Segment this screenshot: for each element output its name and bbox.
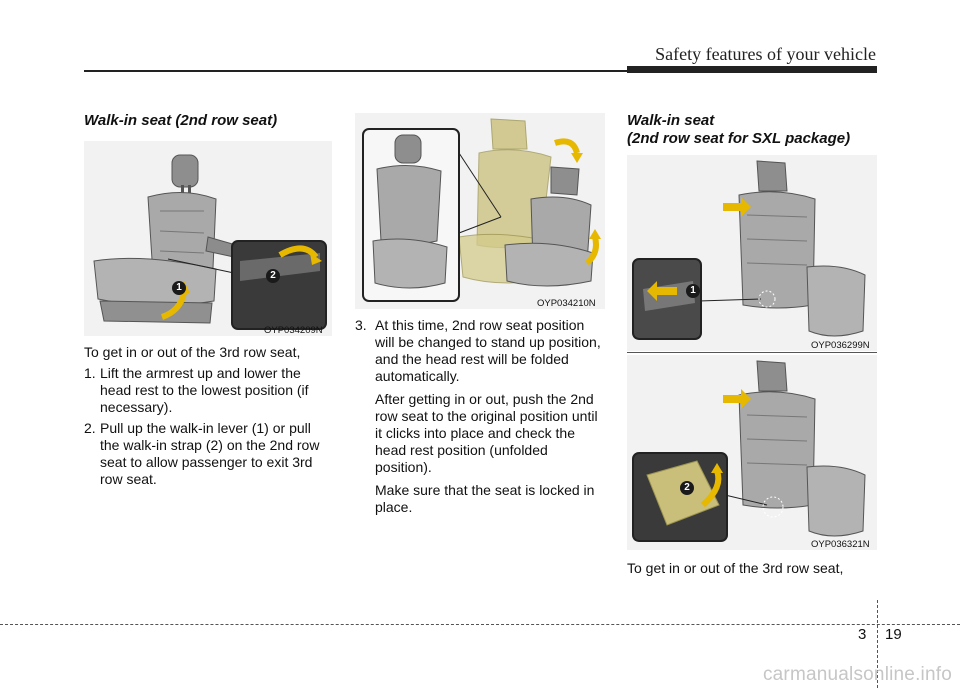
step-1: 1. Lift the armrest up and lower the hea…	[84, 365, 334, 416]
figure-code: OYP034210N	[537, 298, 596, 309]
figure-sxl-lever: 1	[627, 155, 877, 351]
figure-divider	[627, 352, 877, 353]
figure-seat-position-change	[355, 113, 605, 309]
intro-text: To get in or out of the 3rd row seat,	[84, 344, 301, 360]
col1-body: To get in or out of the 3rd row seat, 1.…	[84, 344, 334, 488]
sxl-seat-illustration-2	[632, 360, 866, 542]
callout-2-marker: 2	[680, 481, 694, 495]
step-2: 2. Pull up the walk-in lever (1) or pull…	[84, 420, 334, 488]
callout-2-marker: 2	[266, 269, 280, 283]
page-number: 19	[885, 626, 902, 643]
step-text: Pull up the walk-in lever (1) or pull th…	[100, 420, 320, 487]
seat-position-illustration	[362, 118, 601, 302]
figure-sxl-strap: 2	[627, 355, 877, 550]
section-heading-walk-in-seat: Walk-in seat (2nd row seat)	[84, 112, 278, 129]
watermark: carmanualsonline.info	[762, 664, 952, 685]
callout-1-marker: 1	[172, 281, 186, 295]
section-heading-line2: (2nd row seat for SXL package)	[627, 130, 851, 147]
paragraph-return-seat: After getting in or out, push the 2nd ro…	[375, 391, 598, 475]
figure-walk-in-lever: 1 2	[84, 141, 332, 336]
figure-code: OYP036321N	[811, 539, 870, 550]
col2-body: 3. At this time, 2nd row seat position w…	[355, 317, 605, 516]
figure-code: OYP034209N	[264, 325, 323, 336]
footer-rule	[0, 624, 960, 625]
step-number: 3.	[355, 317, 367, 333]
paragraph-locked: Make sure that the seat is locked in pla…	[375, 482, 595, 515]
col3-intro: To get in or out of the 3rd row seat,	[627, 560, 844, 576]
figure-code: OYP036299N	[811, 340, 870, 351]
header-title: Safety features of your vehicle	[655, 44, 876, 64]
sxl-seat-illustration-1	[632, 160, 866, 340]
seat-lever-illustration	[93, 154, 327, 330]
step-number: 2.	[84, 420, 96, 436]
step-3: 3. At this time, 2nd row seat position w…	[355, 317, 605, 385]
section-heading-line1: Walk-in seat	[627, 112, 715, 129]
step-text: At this time, 2nd row seat position will…	[375, 317, 601, 384]
callout-1-marker: 1	[686, 284, 700, 298]
footer-vertical-rule	[877, 600, 878, 688]
page-chapter-number: 3	[858, 626, 867, 643]
step-text: Lift the armrest up and lower the head r…	[100, 365, 309, 415]
header-rule	[84, 70, 627, 72]
step-number: 1.	[84, 365, 96, 381]
header-tab-bar	[627, 66, 877, 73]
